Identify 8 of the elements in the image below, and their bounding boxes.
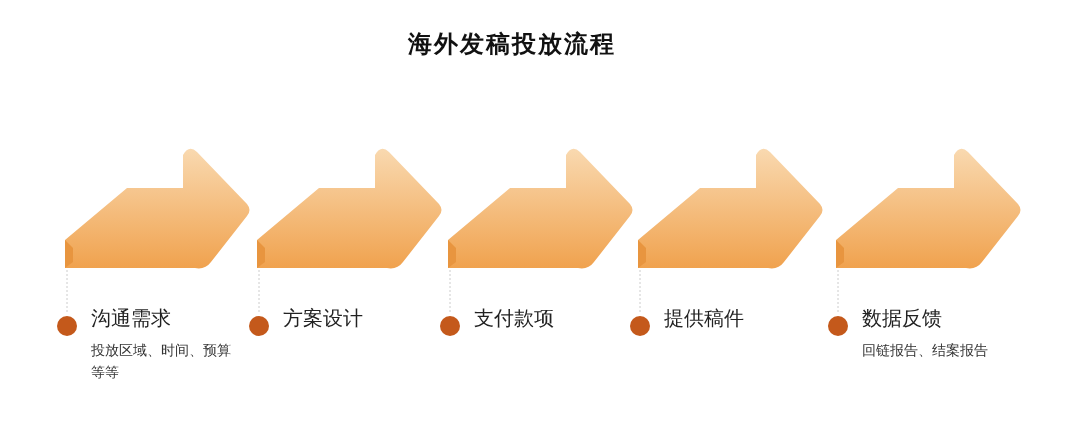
step-title: 提供稿件 [664, 305, 744, 332]
title: 海外发稿投放流程 [407, 29, 617, 60]
step-description: 回链报告、结案报告 [862, 341, 989, 360]
step-description: 投放区域、时间、预算等等 [91, 341, 232, 382]
step-title: 数据反馈 [862, 305, 942, 332]
step-title: 沟通需求 [91, 305, 171, 332]
step-title: 方案设计 [283, 305, 363, 332]
step-title: 支付款项 [474, 305, 554, 332]
